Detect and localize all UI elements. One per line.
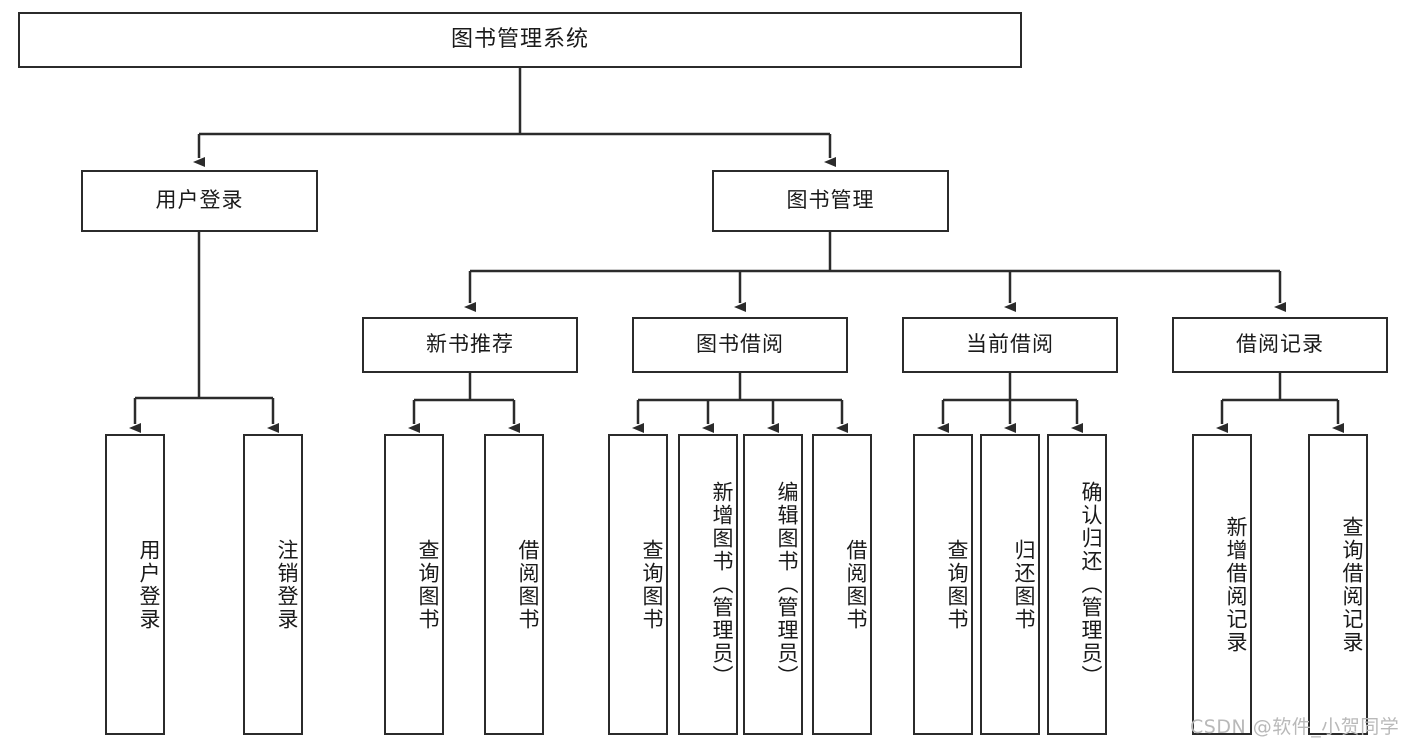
- node-book-management[interactable]: 图书管理: [712, 170, 949, 232]
- node-root-book-management-system[interactable]: 图书管理系统: [18, 12, 1022, 68]
- leaf-query-book-current[interactable]: 查询图书: [913, 434, 973, 735]
- node-label: 图书借阅: [696, 332, 784, 357]
- node-label: 新增借阅记录: [1224, 515, 1248, 654]
- node-label: 用户登录: [137, 538, 161, 631]
- node-label: 确认归还（管理员）: [1079, 481, 1103, 688]
- leaf-query-book-borrow[interactable]: 查询图书: [608, 434, 668, 735]
- leaf-add-borrow-record[interactable]: 新增借阅记录: [1192, 434, 1252, 735]
- node-label: 图书管理系统: [450, 26, 589, 52]
- node-new-book-recommend[interactable]: 新书推荐: [362, 317, 578, 373]
- node-book-borrow[interactable]: 图书借阅: [632, 317, 848, 373]
- leaf-query-borrow-record[interactable]: 查询借阅记录: [1308, 434, 1368, 735]
- node-label: 借阅图书: [516, 538, 540, 631]
- node-label: 当前借阅: [966, 332, 1054, 357]
- leaf-return-book[interactable]: 归还图书: [980, 434, 1040, 735]
- node-label: 新书推荐: [426, 332, 514, 357]
- node-label: 注销登录: [275, 538, 299, 631]
- node-label: 新增图书（管理员）: [710, 481, 734, 688]
- node-label: 查询图书: [945, 538, 969, 631]
- node-current-borrow[interactable]: 当前借阅: [902, 317, 1118, 373]
- node-label: 借阅记录: [1236, 332, 1324, 357]
- node-label: 归还图书: [1012, 538, 1036, 631]
- node-label: 图书管理: [786, 188, 875, 213]
- node-borrow-record[interactable]: 借阅记录: [1172, 317, 1388, 373]
- node-label: 查询图书: [640, 538, 664, 631]
- node-user-login[interactable]: 用户登录: [81, 170, 318, 232]
- leaf-edit-book-admin[interactable]: 编辑图书（管理员）: [743, 434, 803, 735]
- csdn-watermark: CSDN @软件_小贺同学: [1190, 716, 1400, 738]
- node-label: 查询图书: [416, 538, 440, 631]
- leaf-user-logout[interactable]: 注销登录: [243, 434, 303, 735]
- leaf-add-book-admin[interactable]: 新增图书（管理员）: [678, 434, 738, 735]
- node-label: 查询借阅记录: [1340, 515, 1364, 654]
- node-label: 借阅图书: [844, 538, 868, 631]
- node-label: 编辑图书（管理员）: [775, 481, 799, 688]
- leaf-borrow-book-recommend[interactable]: 借阅图书: [484, 434, 544, 735]
- leaf-confirm-return-admin[interactable]: 确认归还（管理员）: [1047, 434, 1107, 735]
- node-label: 用户登录: [155, 188, 244, 213]
- leaf-borrow-book[interactable]: 借阅图书: [812, 434, 872, 735]
- leaf-query-book-recommend[interactable]: 查询图书: [384, 434, 444, 735]
- leaf-user-login[interactable]: 用户登录: [105, 434, 165, 735]
